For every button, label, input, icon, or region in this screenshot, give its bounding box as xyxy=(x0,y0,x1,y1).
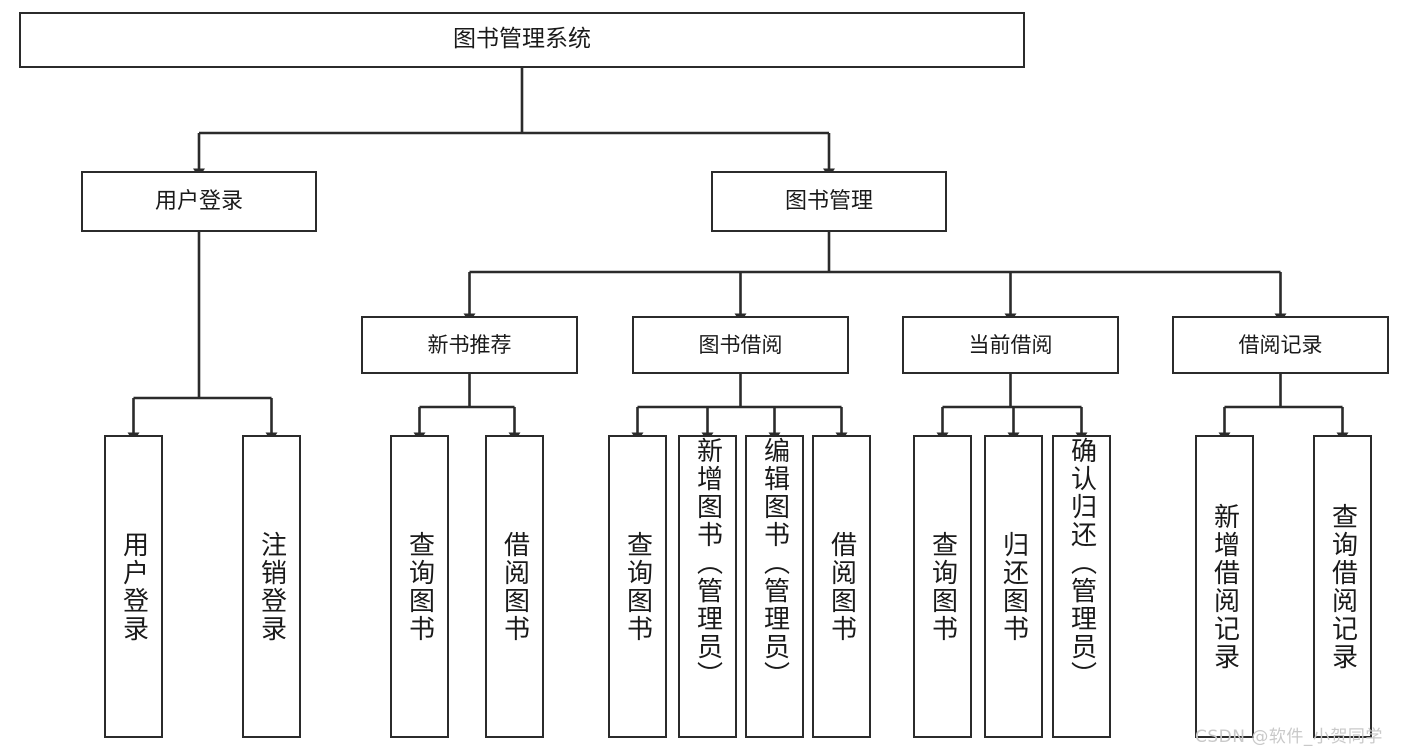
node-current-borrow-label: 当前借阅 xyxy=(968,332,1053,357)
node-leaf-query-book-b-label: 查询图书 xyxy=(622,530,653,643)
node-new-book-recommend: 新书推荐 xyxy=(361,316,578,374)
node-leaf-user-login-label: 用户登录 xyxy=(118,530,149,643)
node-leaf-add-book: 新增图书（管理员） xyxy=(678,435,737,738)
node-leaf-confirm-return-label: 确认归还（管理员） xyxy=(1066,437,1097,689)
node-leaf-logout-label: 注销登录 xyxy=(256,530,287,643)
node-root-root: 图书管理系统 xyxy=(19,12,1025,68)
node-leaf-query-book-a: 查询图书 xyxy=(390,435,449,738)
node-leaf-query-book-c: 查询图书 xyxy=(913,435,972,738)
node-user-login: 用户登录 xyxy=(81,171,317,232)
node-leaf-edit-book-label: 编辑图书（管理员） xyxy=(759,437,790,689)
node-leaf-borrow-book-b-label: 借阅图书 xyxy=(826,530,857,643)
node-leaf-logout: 注销登录 xyxy=(242,435,301,738)
node-leaf-borrow-book-a-label: 借阅图书 xyxy=(499,530,530,643)
node-user-login-label: 用户登录 xyxy=(154,188,243,214)
node-leaf-confirm-return: 确认归还（管理员） xyxy=(1052,435,1111,738)
node-leaf-borrow-book-a: 借阅图书 xyxy=(485,435,544,738)
node-book-borrow: 图书借阅 xyxy=(632,316,849,374)
node-leaf-user-login: 用户登录 xyxy=(104,435,163,738)
node-leaf-query-book-b: 查询图书 xyxy=(608,435,667,738)
node-root-root-label: 图书管理系统 xyxy=(453,26,591,53)
node-borrow-record-label: 借阅记录 xyxy=(1238,332,1323,357)
node-new-book-recommend-label: 新书推荐 xyxy=(427,332,512,357)
node-leaf-add-record: 新增借阅记录 xyxy=(1195,435,1254,738)
node-leaf-borrow-book-b: 借阅图书 xyxy=(812,435,871,738)
node-book-borrow-label: 图书借阅 xyxy=(698,332,783,357)
node-borrow-record: 借阅记录 xyxy=(1172,316,1389,374)
node-leaf-add-book-label: 新增图书（管理员） xyxy=(692,437,723,689)
node-leaf-add-record-label: 新增借阅记录 xyxy=(1209,502,1240,671)
csdn-watermark: CSDN @软件_小贺同学 xyxy=(1195,727,1383,747)
node-leaf-query-book-c-label: 查询图书 xyxy=(927,530,958,643)
node-leaf-return-book: 归还图书 xyxy=(984,435,1043,738)
node-current-borrow: 当前借阅 xyxy=(902,316,1119,374)
node-leaf-query-book-a-label: 查询图书 xyxy=(404,530,435,643)
node-leaf-return-book-label: 归还图书 xyxy=(998,530,1029,643)
node-leaf-query-record: 查询借阅记录 xyxy=(1313,435,1372,738)
node-book-manage: 图书管理 xyxy=(711,171,947,232)
node-book-manage-label: 图书管理 xyxy=(784,188,873,214)
node-leaf-query-record-label: 查询借阅记录 xyxy=(1327,502,1358,671)
node-leaf-edit-book: 编辑图书（管理员） xyxy=(745,435,804,738)
